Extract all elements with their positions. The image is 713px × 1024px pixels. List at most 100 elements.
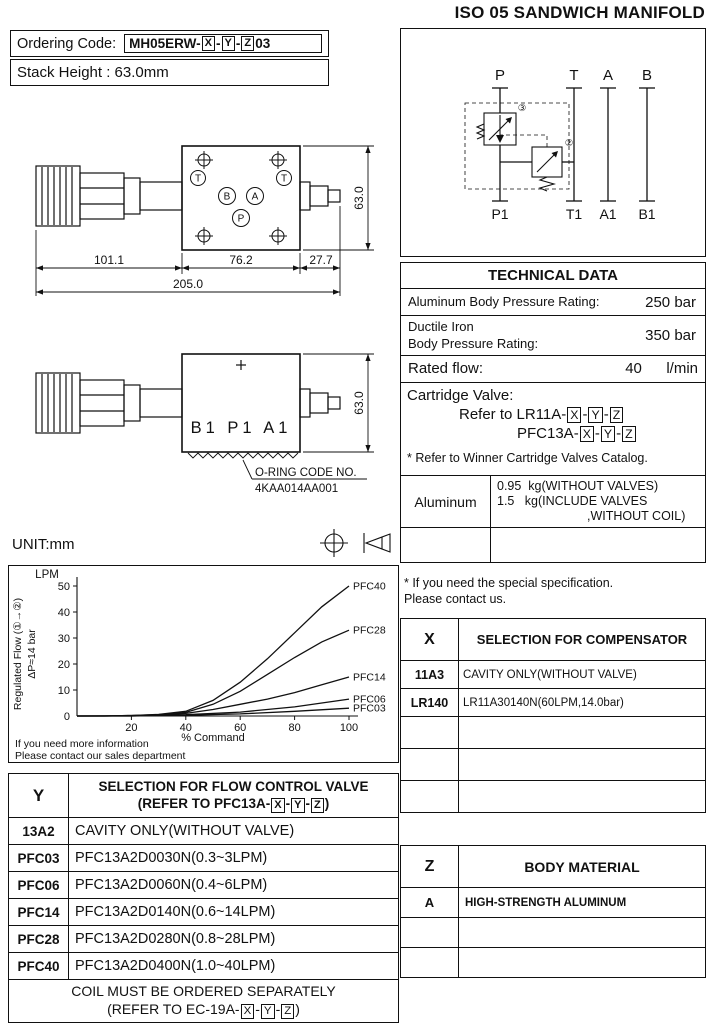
coil-note-line1: COIL MUST BE ORDERED SEPARATELY xyxy=(71,983,336,999)
iron-rating-value: 350 bar xyxy=(645,327,696,344)
svg-text:P1: P1 xyxy=(491,206,508,222)
svg-text:205.0: 205.0 xyxy=(173,277,203,291)
rated-flow-value: 40 xyxy=(625,360,642,377)
y-tick-label: 40 xyxy=(58,607,70,619)
cartridge-refer-lr11a: Refer to LR11A-X-Y-Z xyxy=(459,406,699,424)
row-value: PFC13A2D0400N(1.0~40LPM) xyxy=(68,952,399,980)
projection-symbols-icon xyxy=(320,529,391,557)
chart-ylabel-dp: ΔP≈14 bar xyxy=(26,629,38,679)
weight-line1: 0.95 kg(WITHOUT VALVES) xyxy=(497,479,659,494)
x-tick-label: 80 xyxy=(288,722,300,734)
rated-flow-label: Rated flow: xyxy=(408,359,484,377)
code-text: MH05ERW- xyxy=(129,36,201,51)
dimension-labels: 101.1 76.2 27.7 205.0 63.0 xyxy=(94,186,366,291)
series-label-PFC06: PFC06 xyxy=(353,694,386,706)
y-table-footer: COIL MUST BE ORDERED SEPARATELY (REFER T… xyxy=(8,979,399,1023)
chart-y-unit: LPM xyxy=(35,569,59,581)
code-box: Y xyxy=(221,36,235,51)
svg-text:T1: T1 xyxy=(566,206,583,222)
code-box: Y xyxy=(291,798,305,814)
code-text: - xyxy=(235,36,241,51)
code-box: Z xyxy=(622,426,636,443)
code-box: Z xyxy=(311,798,324,814)
code-box: X xyxy=(579,426,594,443)
flow-chart-panel: LPM Regulated Flow (①→②) ΔP≈14 bar % Com… xyxy=(8,565,399,763)
series-PFC28 xyxy=(77,629,350,717)
dimension-arrows xyxy=(365,354,371,452)
dimension-lines xyxy=(35,145,374,296)
row-key: 11A3 xyxy=(400,660,459,689)
y-tick-label: 10 xyxy=(58,685,70,697)
row-value: LR11A30140N(60LPM,14.0bar) xyxy=(458,688,706,717)
svg-text:A: A xyxy=(252,192,259,203)
y-tick-label: 20 xyxy=(58,659,70,671)
row-key: PFC06 xyxy=(8,871,69,899)
pressure-rating-iron-row: Ductile Iron Body Pressure Rating: 350 b… xyxy=(401,316,705,356)
schematic-top-port-labels: P T A B xyxy=(495,67,652,84)
empty-row xyxy=(400,716,706,749)
chart-note-line1: If you need more information xyxy=(15,738,149,750)
rated-flow-unit: l/min xyxy=(666,360,698,377)
chart-xlabel: % Command xyxy=(181,732,245,744)
code-box: Z xyxy=(609,407,624,424)
code-box: X xyxy=(567,407,582,424)
schematic-port-numbers: ③ ② xyxy=(518,103,574,149)
code-text: ) xyxy=(324,796,330,812)
code-box: Y xyxy=(588,407,603,424)
svg-text:T: T xyxy=(569,67,578,84)
row-value: PFC13A2D0030N(0.3~3LPM) xyxy=(68,844,399,872)
empty-row xyxy=(400,917,706,948)
code-text: Refer to LR11A- xyxy=(459,406,567,423)
svg-text:T: T xyxy=(281,174,287,185)
code-text: (REFER TO EC-19A- xyxy=(107,1000,240,1017)
empty-row xyxy=(400,947,706,978)
coil-note-line2: (REFER TO EC-19A-X-Y-Z) xyxy=(10,1000,398,1019)
svg-text:76.2: 76.2 xyxy=(229,253,253,267)
hydraulic-schematic-panel: P T A B xyxy=(400,28,706,257)
series-label-PFC40: PFC40 xyxy=(353,581,386,593)
code-box: X xyxy=(201,36,216,51)
series-PFC06 xyxy=(77,698,350,717)
cartridge-refer-pfc13a: PFC13A-X-Y-Z xyxy=(517,425,699,443)
empty-row xyxy=(400,780,706,813)
chart-ylabel: Regulated Flow (①→②) xyxy=(12,598,24,710)
valve-assembly-outline xyxy=(35,353,367,480)
code-text: - xyxy=(285,796,291,812)
chart-note-line2: Please contact our sales department xyxy=(15,750,186,762)
row-key: A xyxy=(400,887,459,918)
code-text: (REFER TO PFC13A- xyxy=(137,796,271,812)
port-markers: T B A T P xyxy=(190,170,292,227)
schematic-lines xyxy=(492,87,655,202)
code-text: PFC13A- xyxy=(517,425,579,443)
svg-text:27.7: 27.7 xyxy=(309,253,333,267)
y-table-header-line2: (REFER TO PFC13A-X-Y-Z) xyxy=(70,795,398,814)
weight-line3: ,WITHOUT COIL) xyxy=(587,509,686,524)
compensator-valve-symbol xyxy=(464,102,570,190)
code-text: - xyxy=(594,425,600,443)
x-table-key-header: X xyxy=(400,618,459,661)
aluminum-rating-label: Aluminum Body Pressure Rating: xyxy=(408,293,600,309)
special-specification-note: * If you need the special specification.… xyxy=(404,576,614,607)
svg-text:②: ② xyxy=(565,138,574,149)
flow-chart: LPM Regulated Flow (①→②) ΔP≈14 bar % Com… xyxy=(12,569,386,744)
weight-empty-row xyxy=(401,528,705,563)
unit-label: UNIT:mm xyxy=(12,536,75,553)
bottom-port-labels: B1 P1 A1 xyxy=(191,419,292,437)
technical-data-panel: TECHNICAL DATA Aluminum Body Pressure Ra… xyxy=(400,262,706,564)
svg-text:③: ③ xyxy=(518,103,527,114)
iron-rating-label-line1: Ductile Iron xyxy=(408,319,474,335)
code-text: - xyxy=(582,406,588,423)
row-value: PFC13A2D0140N(0.6~14LPM) xyxy=(68,898,399,926)
iron-rating-label-line2: Body Pressure Rating: xyxy=(408,335,539,351)
x-tick-label: 40 xyxy=(180,722,192,734)
